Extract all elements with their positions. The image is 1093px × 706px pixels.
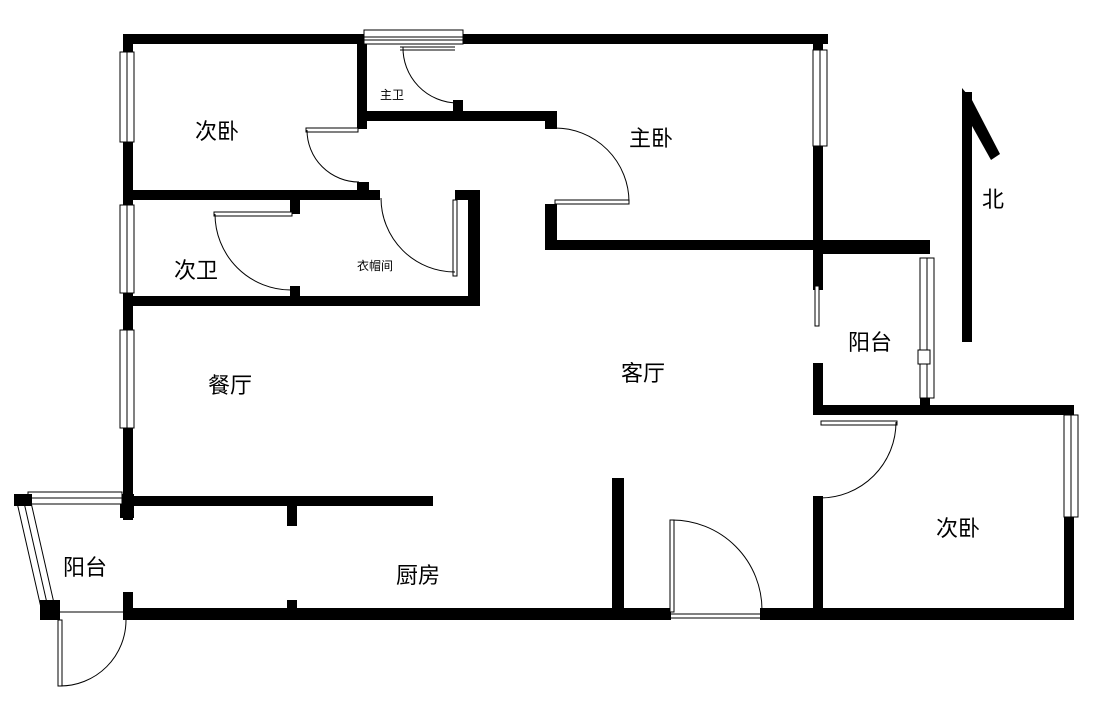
wall-balcony-east-se	[920, 395, 930, 407]
window-bed-se-east	[1063, 414, 1079, 518]
wall-balcony-east-west-lower	[813, 363, 823, 415]
doors	[57, 46, 898, 687]
room-label-living-room: 客厅	[621, 362, 665, 387]
room-label-dining-room: 餐厅	[208, 374, 252, 399]
room-label-balcony-west: 阳台	[63, 556, 107, 581]
north-compass: 北	[962, 88, 1004, 342]
room-label-kitchen: 厨房	[396, 564, 440, 589]
balcony-west-corner-top	[14, 494, 32, 506]
window-west-2	[119, 204, 135, 294]
wall-top-east	[460, 34, 828, 44]
window-balcony-west-north	[27, 491, 123, 505]
wall-balcony-east-north	[813, 244, 930, 254]
wall-bed-nw-door-stub	[357, 182, 369, 196]
room-labels: 次卧 主卫 主卧 次卫 衣帽间 餐厅 客厅 阳台 次卧 阳台 厨房	[63, 88, 980, 589]
door-entrance	[669, 519, 763, 619]
door-bedroom-se	[819, 420, 898, 499]
walls	[120, 34, 1074, 620]
door-second-bath	[213, 211, 293, 291]
wall-master-bath-stub	[453, 100, 463, 114]
room-label-balcony-east: 阳台	[848, 331, 892, 356]
balcony-west-corner-bottom	[40, 600, 60, 620]
wall-kitchen-north	[123, 496, 433, 506]
wall-west-seg4	[123, 425, 133, 520]
window-balcony-east	[917, 257, 935, 399]
compass-label: 北	[982, 188, 1004, 213]
door-master-bath	[400, 46, 458, 104]
wall-balcony-east-west-upper	[813, 250, 823, 288]
wall-bed-se-west	[813, 496, 823, 614]
wall-west-seg2	[123, 140, 133, 210]
door-cloakroom	[380, 197, 458, 277]
window-balcony-west-angled	[15, 497, 57, 613]
wall-bed-se-east-bottom	[1064, 514, 1074, 614]
wall-south-east	[760, 608, 1074, 620]
wall-bed-se-east-top	[1064, 405, 1074, 417]
wall-kitchen-stub-top	[287, 506, 297, 526]
wall-master-bath-south	[357, 111, 557, 121]
wall-cloak-ne	[455, 190, 480, 200]
room-label-second-bedroom-nw: 次卧	[195, 120, 239, 145]
wall-master-bed-west-stub	[545, 111, 557, 129]
wall-south-west	[123, 608, 671, 620]
wall-master-bath-west	[357, 44, 367, 129]
door-balcony-east-slide	[814, 285, 820, 327]
wall-bath-cloak-stub-top	[290, 196, 300, 214]
wall-west-seg3	[123, 290, 133, 335]
wall-bath-cloak-stub-bottom	[290, 286, 300, 298]
window-master-east	[812, 49, 828, 147]
wall-top-west	[123, 34, 368, 44]
room-label-master-bedroom: 主卧	[629, 127, 673, 152]
room-label-second-bath: 次卫	[174, 259, 218, 284]
wall-west-seg1	[123, 34, 133, 54]
wall-cloak-east	[468, 190, 480, 306]
room-label-master-bath: 主卫	[380, 88, 404, 102]
wall-bed-se-north	[813, 405, 1074, 415]
wall-balcony-west-stub	[123, 592, 133, 610]
wall-bed-nw-south	[123, 190, 380, 200]
wall-balcony-west-ne	[120, 494, 134, 518]
wall-master-bed-south	[545, 240, 930, 250]
wall-living-partition	[612, 478, 624, 610]
wall-east-master-lower	[813, 145, 823, 290]
window-west-1	[119, 51, 135, 143]
wall-master-bed-sw	[545, 204, 557, 250]
wall-kitchen-stub-bottom	[287, 600, 297, 614]
window-top	[363, 29, 464, 45]
wall-east-master-top	[813, 34, 823, 52]
door-master-bedroom	[554, 127, 630, 205]
compass-arrow-head	[962, 88, 1000, 160]
compass-arrow-shaft	[962, 92, 972, 342]
wall-bath-south	[123, 296, 480, 306]
door-second-bedroom-nw	[305, 127, 360, 183]
room-label-second-bedroom-se: 次卧	[936, 517, 980, 542]
window-west-3	[119, 329, 135, 429]
door-balcony-west	[57, 619, 127, 687]
room-label-cloakroom: 衣帽间	[357, 258, 393, 273]
windows	[14, 29, 1079, 620]
